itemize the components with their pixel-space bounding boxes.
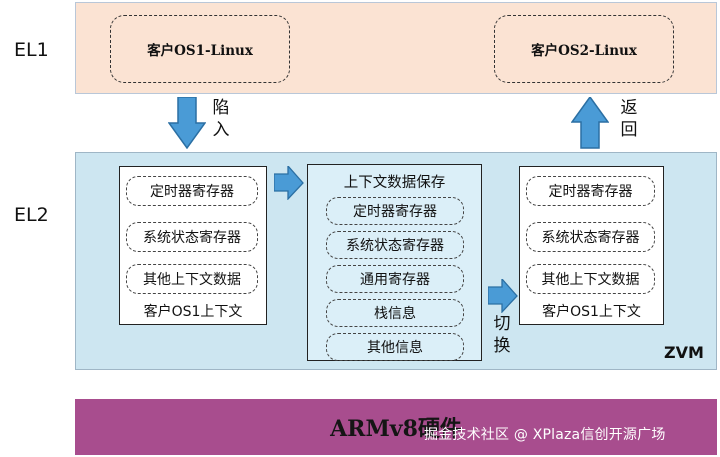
guest-os1-label: 客户OS1-Linux <box>147 43 253 59</box>
guest-os1-box: 客户OS1-Linux <box>110 15 290 83</box>
trap-arrow-icon <box>168 97 206 149</box>
trap-label: 陷 入 <box>211 97 231 141</box>
level-label-el1: EL1 <box>14 39 49 61</box>
save-item-other-info: 其他信息 <box>326 333 464 361</box>
right-item-other-context: 其他上下文数据 <box>526 264 655 294</box>
guest-os2-label: 客户OS2-Linux <box>531 43 637 59</box>
context-save-panel: 上下文数据保存 定时器寄存器 系统状态寄存器 通用寄存器 栈信息 其他信息 <box>307 164 482 361</box>
left-item-system-state: 系统状态寄存器 <box>126 222 258 252</box>
zvm-label: ZVM <box>664 343 704 362</box>
return-arrow-icon <box>571 97 609 149</box>
right-context-panel: 定时器寄存器 系统状态寄存器 其他上下文数据 客户OS1上下文 <box>519 166 664 325</box>
save-item-label: 其他信息 <box>367 340 423 356</box>
save-item-system-state: 系统状态寄存器 <box>326 231 464 259</box>
hardware-label: ARMv8硬件 <box>330 416 462 442</box>
save-item-label: 定时器寄存器 <box>353 204 437 220</box>
save-item-label: 系统状态寄存器 <box>346 238 444 254</box>
switch-label: 切 换 <box>492 313 512 357</box>
hardware-band: ARMv8硬件 <box>75 399 717 455</box>
right-item-timer: 定时器寄存器 <box>526 176 655 206</box>
switch-char-1: 切 <box>493 314 511 334</box>
right-item-label: 其他上下文数据 <box>541 272 640 288</box>
save-arrow-icon <box>274 166 304 200</box>
trap-char-2: 入 <box>212 120 230 140</box>
left-item-timer: 定时器寄存器 <box>126 176 258 206</box>
return-char-2: 回 <box>620 120 638 140</box>
right-panel-caption: 客户OS1上下文 <box>542 304 641 320</box>
left-item-label: 定时器寄存器 <box>150 184 234 200</box>
left-panel-caption: 客户OS1上下文 <box>143 304 243 320</box>
el1-band: 客户OS1-Linux 客户OS2-Linux <box>75 2 717 94</box>
context-save-title: 上下文数据保存 <box>343 175 446 191</box>
watermark-text: 掘金技术社区 @ XPlaza信创开源广场 <box>424 427 666 443</box>
switch-arrow-icon <box>488 279 518 313</box>
switch-char-2: 换 <box>493 336 511 356</box>
trap-char-1: 陷 <box>212 98 230 118</box>
return-char-1: 返 <box>620 98 638 118</box>
save-item-stack-info: 栈信息 <box>326 299 464 327</box>
save-item-label: 通用寄存器 <box>360 272 430 288</box>
left-context-panel: 定时器寄存器 系统状态寄存器 其他上下文数据 客户OS1上下文 <box>119 166 267 325</box>
left-item-label: 系统状态寄存器 <box>143 230 241 246</box>
left-item-other-context: 其他上下文数据 <box>126 264 258 294</box>
save-item-timer: 定时器寄存器 <box>326 197 464 225</box>
right-item-label: 定时器寄存器 <box>548 184 633 200</box>
guest-os2-box: 客户OS2-Linux <box>494 15 674 83</box>
save-item-label: 栈信息 <box>374 306 416 322</box>
right-item-system-state: 系统状态寄存器 <box>526 222 655 252</box>
return-label: 返 回 <box>619 97 639 141</box>
left-item-label: 其他上下文数据 <box>143 272 241 288</box>
level-label-el2: EL2 <box>14 204 49 226</box>
save-item-general-registers: 通用寄存器 <box>326 265 464 293</box>
right-item-label: 系统状态寄存器 <box>541 230 640 246</box>
